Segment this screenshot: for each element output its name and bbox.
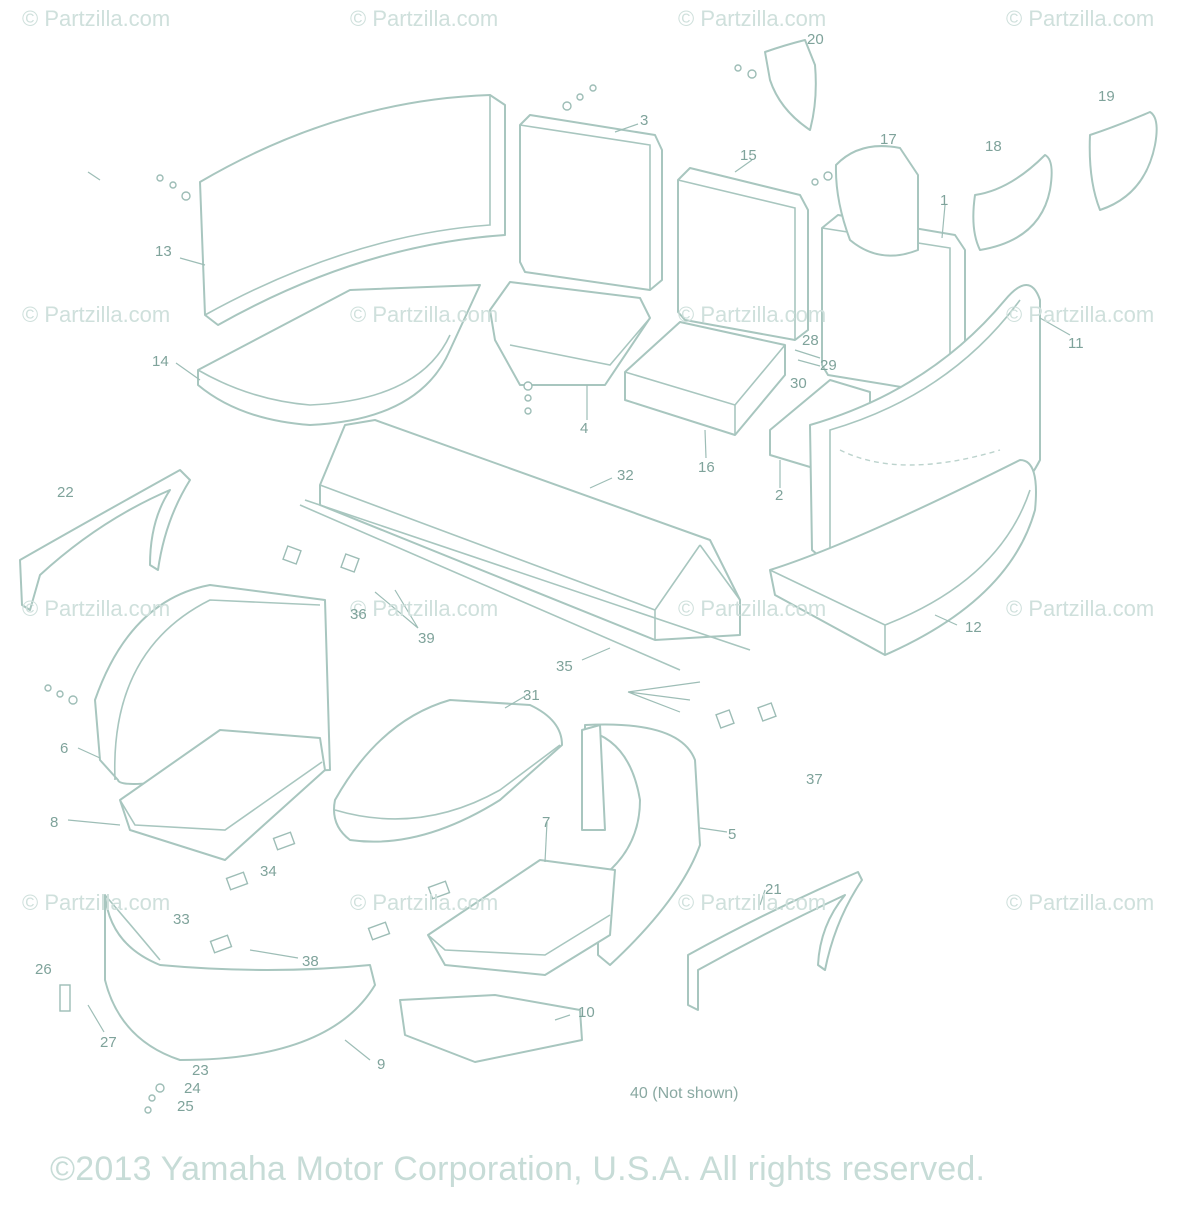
callout-27: 27 [100,1034,117,1051]
callout-20: 20 [807,31,824,48]
callout-7: 7 [542,814,551,831]
callout-22: 22 [57,484,74,501]
part-4-seat-cushion [489,281,651,386]
part-35-rod [299,499,751,671]
watermark: © Partzilla.com [678,890,827,915]
watermark: © Partzilla.com [350,302,499,327]
watermark: © Partzilla.com [678,302,827,327]
part-12-base-cushion [769,459,1037,656]
callout-29: 29 [820,357,837,374]
part-5-side-back [584,723,701,966]
not-shown-note: 40 (Not shown) [630,1085,739,1102]
callout-18: 18 [985,138,1002,155]
callout-16: 16 [698,459,715,476]
watermark: © Partzilla.com [22,6,171,31]
watermark: © Partzilla.com [1006,6,1155,31]
watermark: © Partzilla.com [22,890,171,915]
copyright-text: ©2013 Yamaha Motor Corporation, U.S.A. A… [50,1150,986,1188]
callout-26: 26 [35,961,52,978]
watermark: © Partzilla.com [22,302,171,327]
leader-lines [67,123,1071,1061]
part-7-seat-cushion [427,859,616,976]
callout-39: 39 [418,630,435,647]
callout-25: 25 [177,1098,194,1115]
callout-12: 12 [965,619,982,636]
callout-3: 3 [640,112,649,129]
part-16-seat-cushion [624,321,786,436]
part-13-back-cushion [199,94,506,326]
callout-23: 23 [192,1062,209,1079]
callout-24: 24 [184,1080,201,1097]
callout-9: 9 [377,1056,386,1073]
part-19-panel [1088,111,1158,211]
callout-11: 11 [1068,335,1084,352]
part-20-panel [764,39,817,131]
callout-32: 32 [617,467,634,484]
callout-34: 34 [260,863,277,880]
watermark: © Partzilla.com [22,596,171,621]
callout-10: 10 [578,1004,595,1021]
part-9-front-panel [104,894,376,1061]
watermark: © Partzilla.com [678,6,827,31]
watermark: © Partzilla.com [350,6,499,31]
callout-28: 28 [802,332,819,349]
callout-14: 14 [152,353,169,370]
callout-19: 19 [1098,88,1115,105]
callout-30: 30 [790,375,807,392]
watermark: © Partzilla.com [350,596,499,621]
hardware-brackets [59,545,777,1012]
part-10-panel [399,994,583,1063]
callout-35: 35 [556,658,573,675]
watermark: © Partzilla.com [678,596,827,621]
part-22-frame [19,469,191,611]
callout-2: 2 [775,487,784,504]
callout-5: 5 [728,826,737,843]
part-18-panel [972,154,1053,251]
part-15-back-cushion [677,167,809,341]
hardware-screws [44,64,833,1114]
callout-21: 21 [765,881,782,898]
callout-37: 37 [806,771,823,788]
callout-1: 1 [940,192,949,209]
callout-17: 17 [880,131,897,148]
callout-33: 33 [173,911,190,928]
callout-6: 6 [60,740,69,757]
part-14-seat-cushion [197,284,481,426]
part-31-cushion [333,699,563,843]
part-17-panel [834,145,919,257]
callout-8: 8 [50,814,59,831]
watermark: © Partzilla.com [1006,302,1155,327]
callout-4: 4 [580,420,589,437]
watermark: © Partzilla.com [1006,596,1155,621]
watermark: © Partzilla.com [1006,890,1155,915]
callout-15: 15 [740,147,757,164]
part-3-back-cushion [519,114,663,291]
callout-36: 36 [350,606,367,623]
callout-38: 38 [302,953,319,970]
watermark: © Partzilla.com [350,890,499,915]
callout-31: 31 [523,687,540,704]
callout-13: 13 [155,243,172,260]
part-21-frame [687,871,863,1011]
